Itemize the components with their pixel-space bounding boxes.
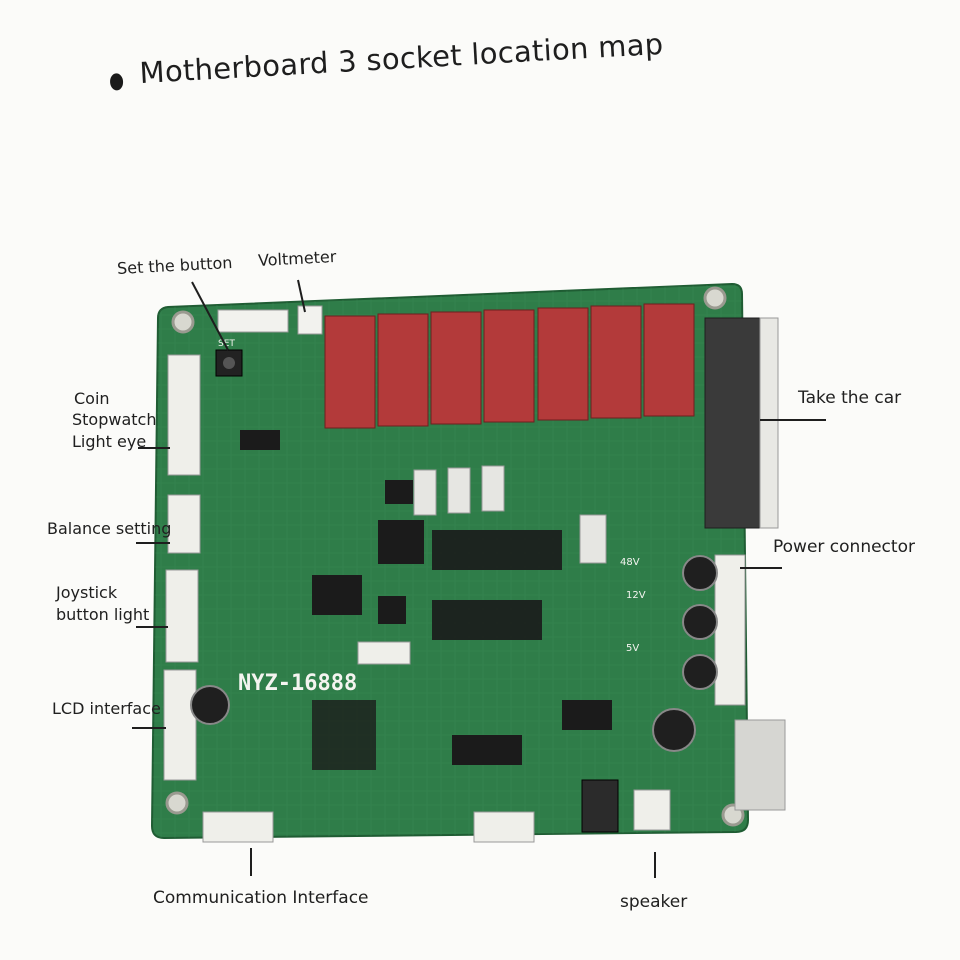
label-light-eye: Light eye: [72, 432, 147, 451]
take-the-car-socket-edge: [759, 317, 779, 529]
callout-lines: [132, 279, 826, 878]
relay-bank: [324, 303, 695, 429]
take-the-car-socket: [704, 317, 768, 529]
label-stopwatch: Stopwatch: [72, 410, 157, 429]
label-lcd-interface: LCD interface: [52, 699, 161, 718]
bottom-socket: [473, 811, 535, 843]
mounting-holes: [165, 286, 745, 827]
center-socket: [357, 641, 411, 665]
integrated-circuits: [240, 430, 612, 770]
label-coin: Coin: [74, 389, 110, 408]
heat-sinks: [413, 465, 786, 811]
top-socket: [217, 309, 289, 333]
set-marking: SET: [218, 339, 235, 349]
label-take-the-car: Take the car: [798, 388, 902, 408]
label-power-connector: Power connector: [773, 537, 915, 557]
speaker-volume-knob: [581, 779, 619, 833]
coin-stopwatch-lighteye-socket: [167, 354, 201, 476]
voltmeter-socket: [297, 305, 323, 335]
power-connector-socket: [714, 554, 746, 706]
set-button-cap: [223, 357, 235, 369]
joystick-socket: [165, 569, 199, 663]
voltage-marking-48v: 48V: [620, 557, 640, 568]
capacitors: [190, 555, 718, 752]
label-joystick: Joystick: [56, 583, 118, 602]
label-balance-setting: Balance setting: [47, 519, 172, 538]
label-speaker: speaker: [620, 892, 688, 912]
speaker-socket: [633, 789, 671, 831]
lcd-socket: [163, 669, 197, 781]
label-button-light: button light: [56, 605, 150, 624]
voltage-marking-12v: 12V: [626, 590, 646, 601]
label-communication-interface: Communication Interface: [153, 888, 369, 908]
board-model-marking: NYZ-16888: [238, 671, 357, 696]
communication-socket: [202, 811, 274, 843]
voltage-marking-5v: 5V: [626, 643, 639, 654]
balance-setting-socket: [167, 494, 201, 554]
